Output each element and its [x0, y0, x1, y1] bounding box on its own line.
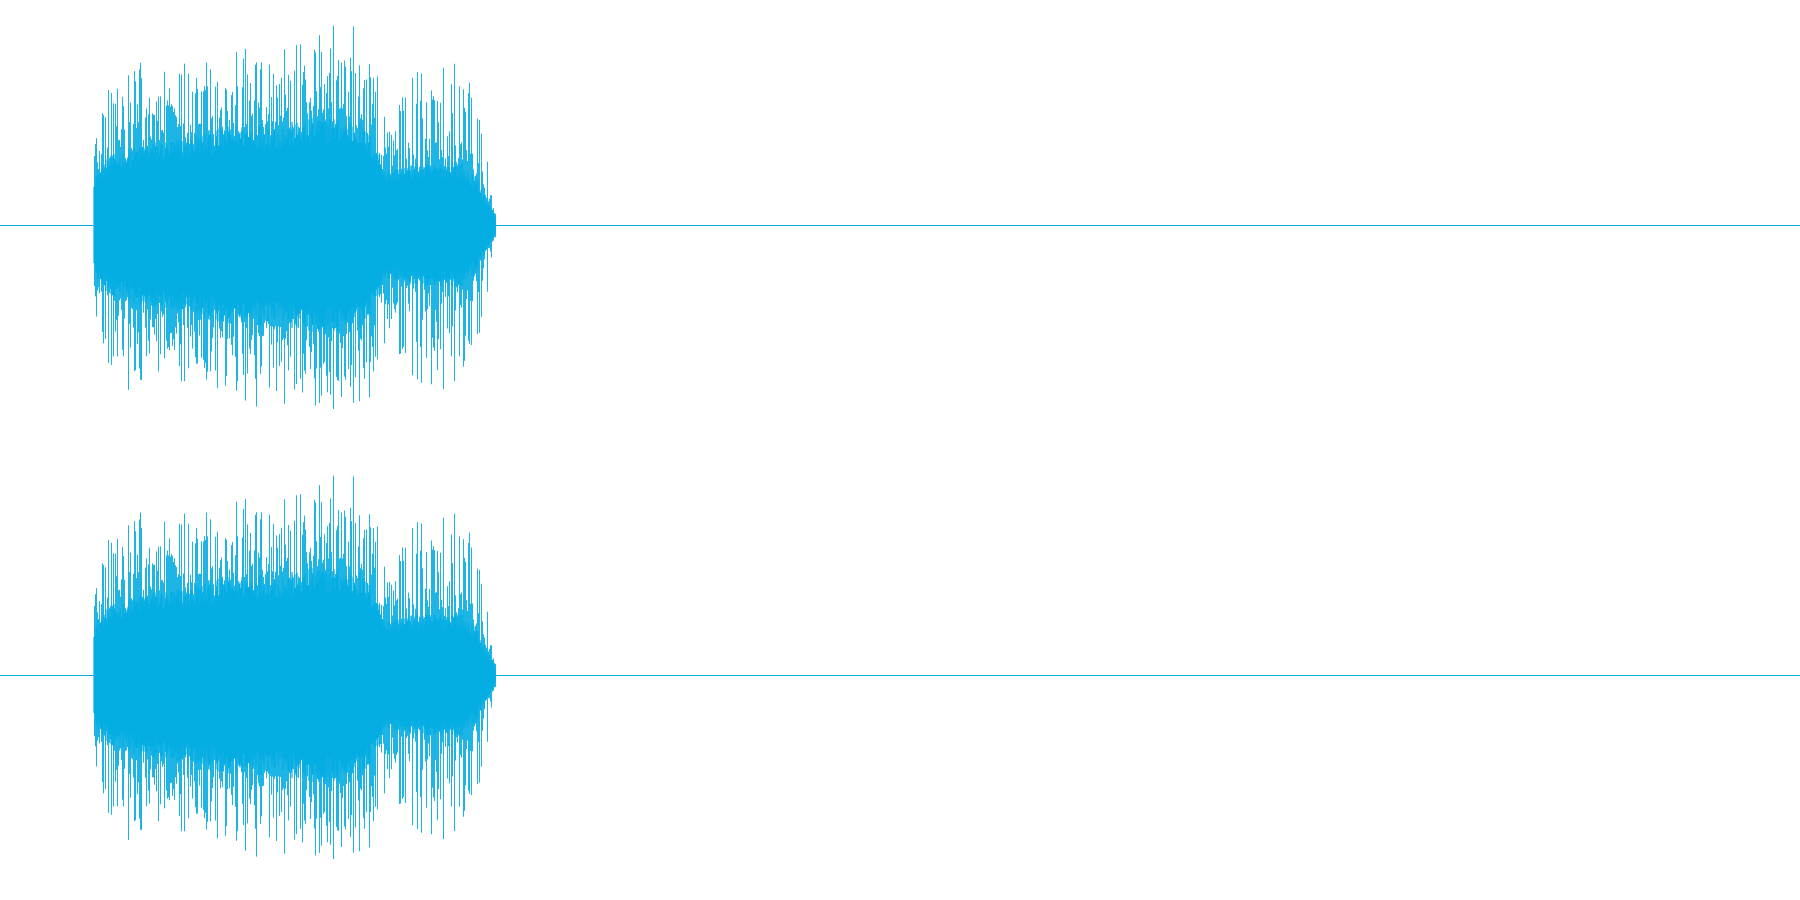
channel-1-waveform [0, 25, 1800, 409]
channel-1-waveform-body [93, 116, 496, 334]
channel-1-waveform-peaks [94, 25, 496, 409]
channel-2-waveform [0, 475, 1800, 859]
channel-2-waveform-body [93, 566, 496, 784]
channel-2-waveform-peaks [94, 475, 496, 859]
